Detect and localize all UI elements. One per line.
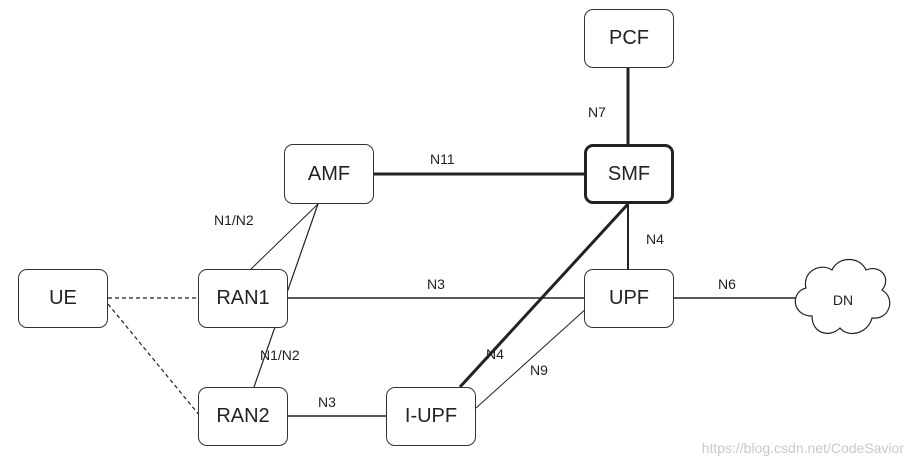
dn-label: DN [832,292,854,308]
iupf-node: I-UPF [386,387,476,446]
ran1-node: RAN1 [198,269,288,328]
n3-ran1-upf-label: N3 [427,276,445,292]
edge-iupf-upf [475,297,599,409]
pcf-node: PCF [584,9,674,68]
n1n2-ran1-label: N1/N2 [214,212,254,228]
dn-cloud-shape [794,258,891,335]
n9-label: N9 [530,362,548,378]
n6-label: N6 [718,276,736,292]
n7-label: N7 [588,104,606,120]
n4-smf-upf-label: N4 [646,231,664,247]
n11-label: N11 [430,151,455,167]
ue-node: UE [18,269,108,328]
edge-ue-ran2 [107,303,201,417]
edge-amf-ran1 [249,203,319,271]
n4-smf-iupf-label: N4 [486,346,504,362]
n3-ran2-iupf-label: N3 [318,394,336,410]
ran2-node: RAN2 [198,387,288,446]
edge-smf-iupf [458,202,630,389]
upf-node: UPF [584,269,674,328]
amf-node: AMF [284,144,374,204]
watermark-text: https://blog.csdn.net/CodeSavior [701,440,904,456]
smf-node: SMF [584,144,674,204]
n1n2-ran2-label: N1/N2 [260,347,300,363]
